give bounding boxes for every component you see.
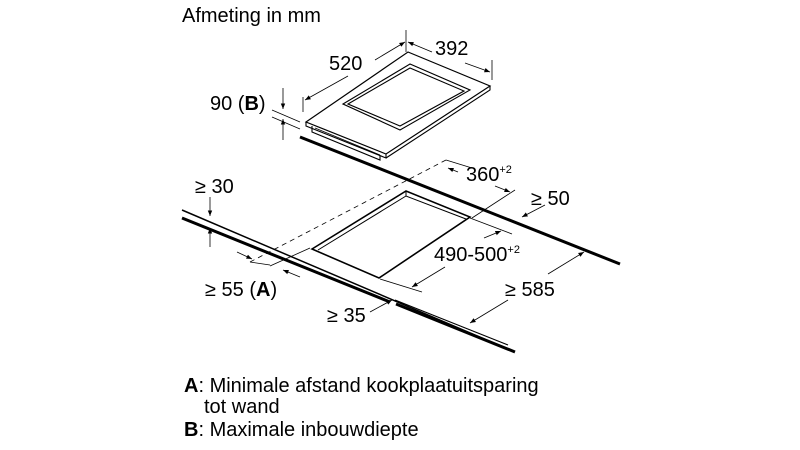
hob-height-value: 90 — [210, 93, 232, 115]
svg-text:490-500+2: 490-500+2 — [434, 244, 520, 266]
cutout — [249, 159, 472, 279]
cutout-projection-dashed — [249, 159, 447, 263]
wall-clearance-value: ≥ 55 — [205, 279, 244, 301]
countertop — [181, 135, 621, 354]
dim-cutout-depth: 360+2 — [466, 164, 512, 186]
hob-dimensions — [271, 30, 493, 140]
svg-text:360+2: 360+2 — [466, 164, 512, 186]
hob-glass-inner — [346, 67, 466, 127]
diagram-title: Afmeting in mm — [182, 5, 321, 27]
dim-520-line-b — [374, 41, 406, 61]
countertop-front-edge-b — [395, 302, 516, 354]
legend-text-a: Minimale afstand kookplaatuitsparing — [209, 375, 539, 397]
hob-glass-outer — [341, 63, 472, 131]
wall-clearance-key: A — [256, 279, 270, 301]
legend-key-a: A — [184, 375, 199, 397]
cutout-width-value: 490-500 — [434, 244, 507, 266]
legend-text-b: Maximale inbouwdiepte — [209, 419, 419, 441]
dim-front-edge: ≥ 35 — [327, 305, 366, 327]
dim-cutout-width: 490-500+2 — [434, 244, 520, 266]
dim-wall-clearance: ≥ 55 (A) — [205, 279, 277, 301]
dim-hob-depth: 392 — [435, 38, 468, 60]
countertop-back-edge — [299, 135, 621, 266]
cutout-dimensions — [207, 159, 585, 324]
hob-appliance — [304, 51, 492, 161]
cutout-width-tolerance: +2 — [507, 244, 520, 256]
legend-text-a-line2: tot wand — [204, 396, 280, 418]
legend-item-b: B: Maximale inbouwdiepte — [184, 419, 419, 441]
legend-key-b: B — [184, 419, 199, 441]
countertop-front-edge-a — [181, 216, 391, 304]
cutout-outline — [310, 190, 472, 279]
dim-hob-height: 90 (B) — [210, 93, 266, 115]
dim-rear-clearance: ≥ 50 — [531, 188, 570, 210]
dim-hob-width: 520 — [329, 53, 362, 75]
dim-front-clearance: ≥ 585 — [505, 279, 555, 301]
dim-side-clearance: ≥ 30 — [195, 176, 234, 198]
hob-height-key: B — [244, 93, 258, 115]
cutout-depth-value: 360 — [466, 164, 499, 186]
cutout-depth-tolerance: +2 — [499, 164, 512, 176]
svg-text:90 (B): 90 (B) — [210, 93, 266, 115]
hob-body — [311, 126, 381, 161]
dim-520-line-a — [304, 75, 349, 101]
svg-text:≥ 55 (A): ≥ 55 (A) — [205, 279, 277, 301]
legend-item-a: A: Minimale afstand kookplaatuitsparing … — [184, 375, 539, 418]
